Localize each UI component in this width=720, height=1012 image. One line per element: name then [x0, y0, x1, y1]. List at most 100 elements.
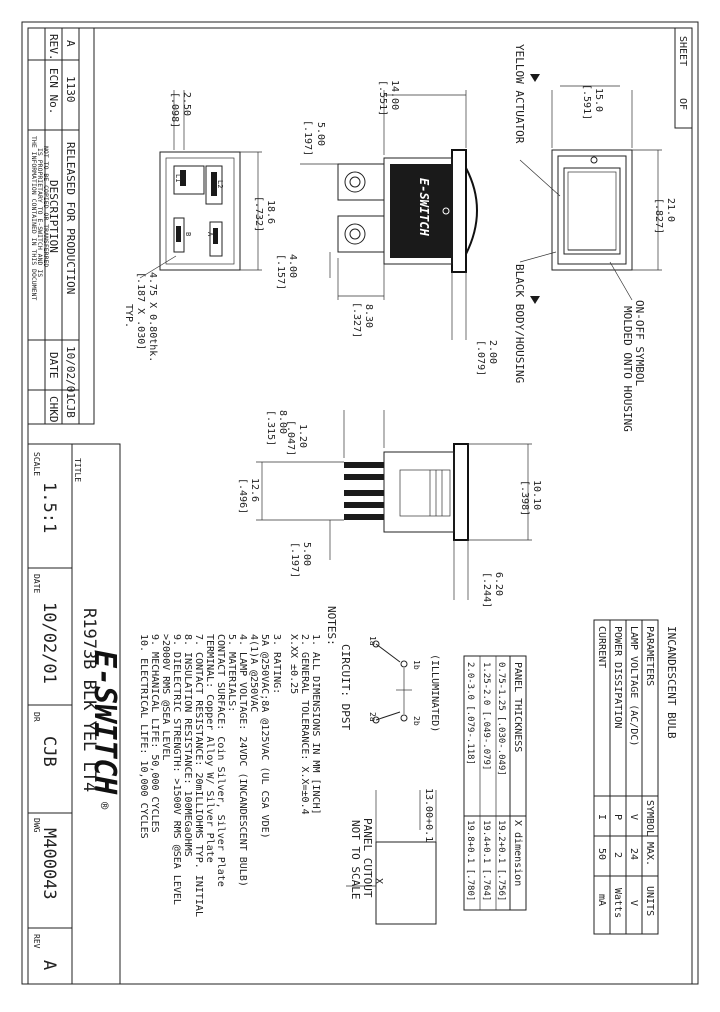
dim-10-10: 10.10	[531, 480, 542, 510]
dim-157: [.157]	[275, 254, 286, 290]
dim-398: [.398]	[519, 480, 530, 516]
ecn-header: ECN No.	[47, 68, 60, 114]
cutout-line-1: PANEL CUTOUT	[361, 818, 374, 898]
title-value: R1973B BLK YEL LT4	[79, 608, 99, 792]
top-view-dimensions: 14.00 [.551] 5.00 [.197] 4.00 [.157] 8.3…	[275, 80, 498, 376]
dim-551: [.551]	[377, 80, 388, 116]
terminal-label-b: B	[184, 232, 192, 236]
dim-197-side: [.197]	[289, 542, 300, 578]
date-value: 10/02/01	[64, 346, 77, 399]
bulb-row-1-symbol: P	[612, 814, 623, 820]
dim-21-0: 21.0	[665, 198, 676, 222]
dim-591: [.591]	[581, 84, 592, 120]
note-line-13: 9. DIELECTRIC STRENGTH: >1500V RMS @SEA …	[171, 634, 182, 905]
title-label: TITLE	[73, 458, 82, 482]
sheet-label: SHEET	[677, 36, 688, 66]
dim-8-30: 8.30	[363, 304, 374, 328]
panel-row-2-x: 19.8+0.1 [.780]	[465, 820, 475, 901]
rev-label-title: REV	[32, 934, 41, 949]
bulb-row-2-units: mA	[596, 894, 607, 906]
panel-header-thickness: PANEL THICKNESS	[512, 662, 523, 752]
proprietary-line-1: THE INFORMATION CONTAINED IN THIS DOCUME…	[30, 136, 38, 300]
dim-6-20: 6.20	[493, 572, 504, 596]
dim-tab-line-3: TYP.	[123, 304, 134, 328]
note-line-15: 9. MECHANICAL LIFE: 50,000 CYCLES	[149, 634, 160, 833]
note-line-4: 3. RATING:	[271, 634, 282, 694]
callout-actuator: YELLOW ACTUATOR	[513, 44, 526, 144]
dim-098: [.098]	[169, 92, 180, 128]
circuit-label-2b: 2b	[412, 716, 421, 726]
sheet-box: SHEET OF	[674, 27, 693, 129]
note-line-6: 4(1)A @250VAC	[248, 634, 259, 712]
chkd-value: CJB	[64, 398, 77, 418]
circuit-caption: CIRCUIT: DPST	[339, 644, 352, 730]
chkd-header: CHKD	[47, 396, 60, 423]
panel-table: PANEL THICKNESS X dimension 0.75-1.25 [.…	[463, 655, 527, 911]
top-view-drawing: E-SWITCH	[337, 149, 478, 273]
terminal-label-a: A	[206, 232, 214, 237]
dwg-label: DWG	[32, 818, 41, 833]
dim-047: [.047]	[285, 420, 296, 456]
front-view-dimensions: 15.0 [.591] 21.0 [.827]	[551, 84, 676, 271]
description-header: DESCRIPTION	[47, 180, 60, 253]
note-line-8: 5. MATERIALS:	[226, 634, 237, 712]
cutout-x-label: X	[373, 878, 384, 884]
bulb-row-1-max: 2	[612, 852, 623, 858]
of-label: OF	[677, 98, 688, 110]
dr-value: CJB	[39, 736, 59, 767]
notes-header: NOTES:	[325, 606, 338, 646]
circuit-illuminated: (ILLUMINATED)	[429, 654, 440, 732]
eswitch-logo: E-SWITCH	[87, 650, 122, 795]
bulb-table-caption: INCANDESCENT BULB	[665, 626, 678, 739]
bulb-row-0-symbol: V	[628, 814, 639, 820]
bulb-header-parameters: PARAMETERS	[644, 626, 655, 686]
note-line-14: >2000V RMS @SEA LEVEL	[160, 634, 171, 760]
side-view-dimensions: 1.20 [.047] 8.00 [.315] 12.6 [.496] 10.1…	[237, 410, 542, 608]
note-line-9: CONTACT SURFACE: Coin Silver, Silver Pla…	[215, 634, 226, 887]
note-line-3: X.XX ±0.25	[288, 634, 299, 694]
notes-block: NOTES: 1. ALL DIMENSIONS IN MM [INCH] 2.…	[138, 606, 338, 917]
top-view-body-logo: E-SWITCH	[417, 178, 431, 237]
panel-row-2-thickness: 2.0-3.0 [.079-.118]	[465, 662, 475, 765]
dim-tab-line-2: [.187 X .030]	[135, 272, 146, 350]
cutout-dim: 13.00+0.1	[423, 788, 434, 842]
bulb-row-2-symbol: I	[596, 814, 607, 820]
panel-header-x: X dimension	[512, 820, 523, 886]
terminal-view-drawing: L1 L2 B A	[159, 151, 241, 271]
terminal-label-l2: L2	[216, 180, 224, 188]
dim-4-00: 4.00	[287, 254, 298, 278]
circuit-label-2a: 2a	[368, 712, 377, 722]
dim-5-00-side: 5.00	[301, 542, 312, 566]
dim-197-top: [.197]	[302, 120, 313, 156]
bulb-row-2-param: CURRENT	[596, 626, 607, 668]
bulb-row-0-param: LAMP VOLTAGE (AC/DC)	[628, 626, 639, 746]
note-line-5: 5A @250VAC;8A @125VAC (UL CSA VDE)	[259, 634, 270, 839]
bulb-table: INCANDESCENT BULB PARAMETERS SYMBOL MAX.…	[593, 619, 678, 935]
dim-2-50: 2.50	[181, 92, 192, 116]
bulb-header-max: MAX.	[644, 842, 655, 866]
dim-315: [.315]	[265, 410, 276, 446]
callouts: YELLOW ACTUATOR BLACK BODY/HOUSING ON-OF…	[513, 44, 646, 432]
eswitch-reg-mark: ®	[97, 802, 111, 810]
note-line-10: TERMINAL: Copper Alloy W/ Silver Plate	[204, 634, 215, 863]
front-view-drawing	[551, 149, 633, 271]
description-value: RELEASED FOR PRODUCTION	[64, 142, 77, 294]
note-line-12: 8. INSULATION RESISTANCE: 100MEGaOHMS	[182, 634, 193, 857]
rev-value: A	[64, 40, 77, 47]
proprietary-line-2: IS PROPRIETARY TO E-SWITCH AND IS	[36, 148, 44, 277]
bulb-row-1-param: POWER DISSIPATION	[612, 626, 623, 728]
bulb-row-0-max: 24	[628, 848, 639, 860]
panel-row-1-thickness: 1.25-2.0 [.049-.079]	[481, 662, 491, 770]
dr-label: DR	[32, 712, 41, 722]
dim-244: [.244]	[481, 572, 492, 608]
dim-2-00: 2.00	[487, 340, 498, 364]
circuit-label-1b: 1b	[412, 660, 421, 670]
panel-cutout: 13.00+0.1 X PANEL CUTOUT NOT TO SCALE	[346, 788, 437, 925]
ecn-value: 1130	[64, 76, 77, 103]
title-block: TITLE R1973B BLK YEL LT4 SCALE 1.5:1 DAT…	[27, 443, 122, 985]
terminal-view-dimensions: 2.50 [.098] 18.6 [.732] 4.75 X 0.80thk. …	[123, 90, 276, 362]
note-line-2: 2. GENERAL TOLERANCE: X.X=±0.4	[299, 634, 310, 815]
revision-block: REV. A ECN No. 1130 DESCRIPTION RELEASED…	[27, 27, 95, 425]
dim-1-20: 1.20	[297, 424, 308, 448]
